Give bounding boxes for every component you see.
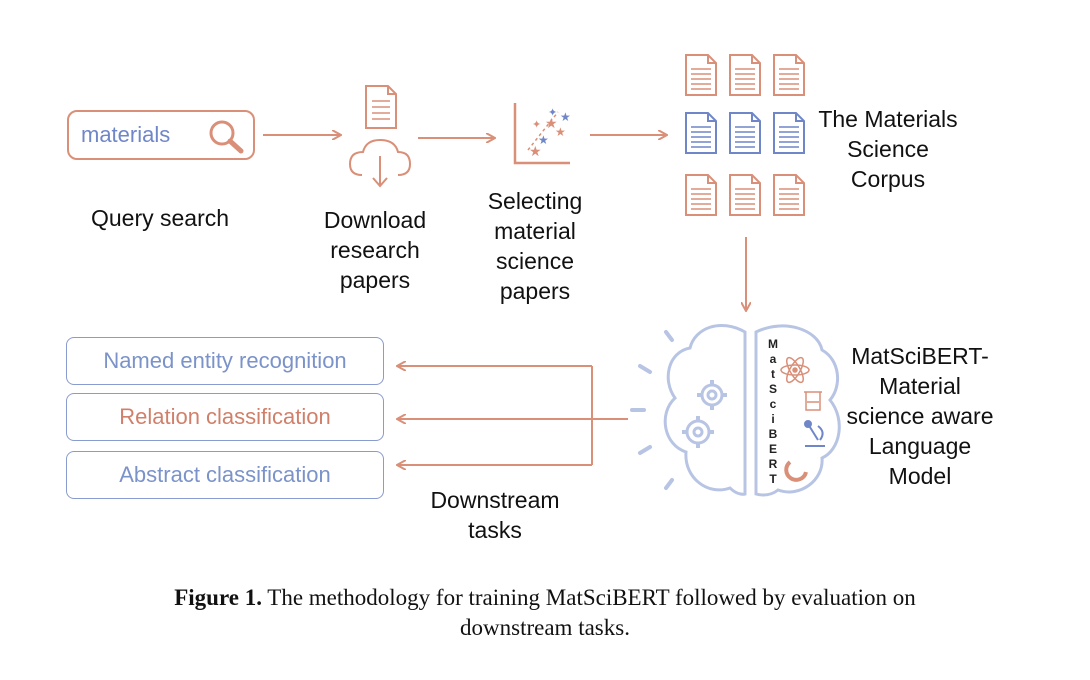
svg-text:★: ★ xyxy=(560,110,571,124)
brain-model-icon: MatSciBERT xyxy=(630,323,841,497)
matscibert-letter: T xyxy=(769,472,777,486)
svg-text:★: ★ xyxy=(555,125,566,139)
task-label: Abstract classification xyxy=(119,462,331,487)
figure-caption: Figure 1. The methodology for training M… xyxy=(0,583,1090,643)
matscibert-letter: a xyxy=(770,352,777,366)
matscibert-letter: R xyxy=(769,457,778,471)
matscibert-letter: B xyxy=(769,427,778,441)
svg-text:★: ★ xyxy=(538,133,549,147)
caption-text: The methodology for training MatSciBERT … xyxy=(267,585,916,640)
downstream-tasks-label: Downstream tasks xyxy=(430,487,560,543)
corpus-documents-icon xyxy=(685,54,805,216)
corpus-label: The Materials Science Corpus xyxy=(818,106,958,192)
microscope-icon xyxy=(804,420,825,447)
magnet-icon xyxy=(784,460,808,482)
downstream-arrows xyxy=(398,366,628,465)
download-papers-icon xyxy=(365,85,397,129)
model-label: MatSciBERT- Material science aware Langu… xyxy=(846,343,994,489)
beaker-icon xyxy=(804,391,822,411)
task-label: Named entity recognition xyxy=(103,348,347,373)
svg-text:★: ★ xyxy=(529,143,542,159)
task-label: Relation classification xyxy=(119,404,331,429)
task-named-entity-recognition: Named entity recognition xyxy=(66,337,384,385)
search-icon xyxy=(209,120,244,154)
matscibert-letter: i xyxy=(771,412,774,426)
task-abstract-classification: Abstract classification xyxy=(66,451,384,499)
selecting-papers-label: Selecting material science papers xyxy=(487,188,583,304)
task-relation-classification: Relation classification xyxy=(66,393,384,441)
svg-text:★: ★ xyxy=(545,115,558,131)
search-box: materials xyxy=(67,110,255,160)
search-query-text: materials xyxy=(81,122,171,147)
matscibert-letter: c xyxy=(770,397,777,411)
scatter-chart-icon: ★ ★ ★ ★ ✦ ✦ ★ xyxy=(513,103,571,165)
svg-text:✦: ✦ xyxy=(548,107,557,119)
matscibert-letter: t xyxy=(771,367,775,381)
cloud-download-icon xyxy=(348,138,412,188)
matscibert-letter: E xyxy=(769,442,777,456)
matscibert-vertical-text: MatSciBERT xyxy=(768,337,778,486)
download-papers-label: Download research papers xyxy=(323,207,427,293)
matscibert-letter: S xyxy=(769,382,777,396)
svg-text:✦: ✦ xyxy=(532,119,541,131)
matscibert-letter: M xyxy=(768,337,778,351)
caption-prefix: Figure 1. xyxy=(174,585,262,610)
atom-icon xyxy=(780,356,810,384)
query-search-label: Query search xyxy=(90,205,230,231)
